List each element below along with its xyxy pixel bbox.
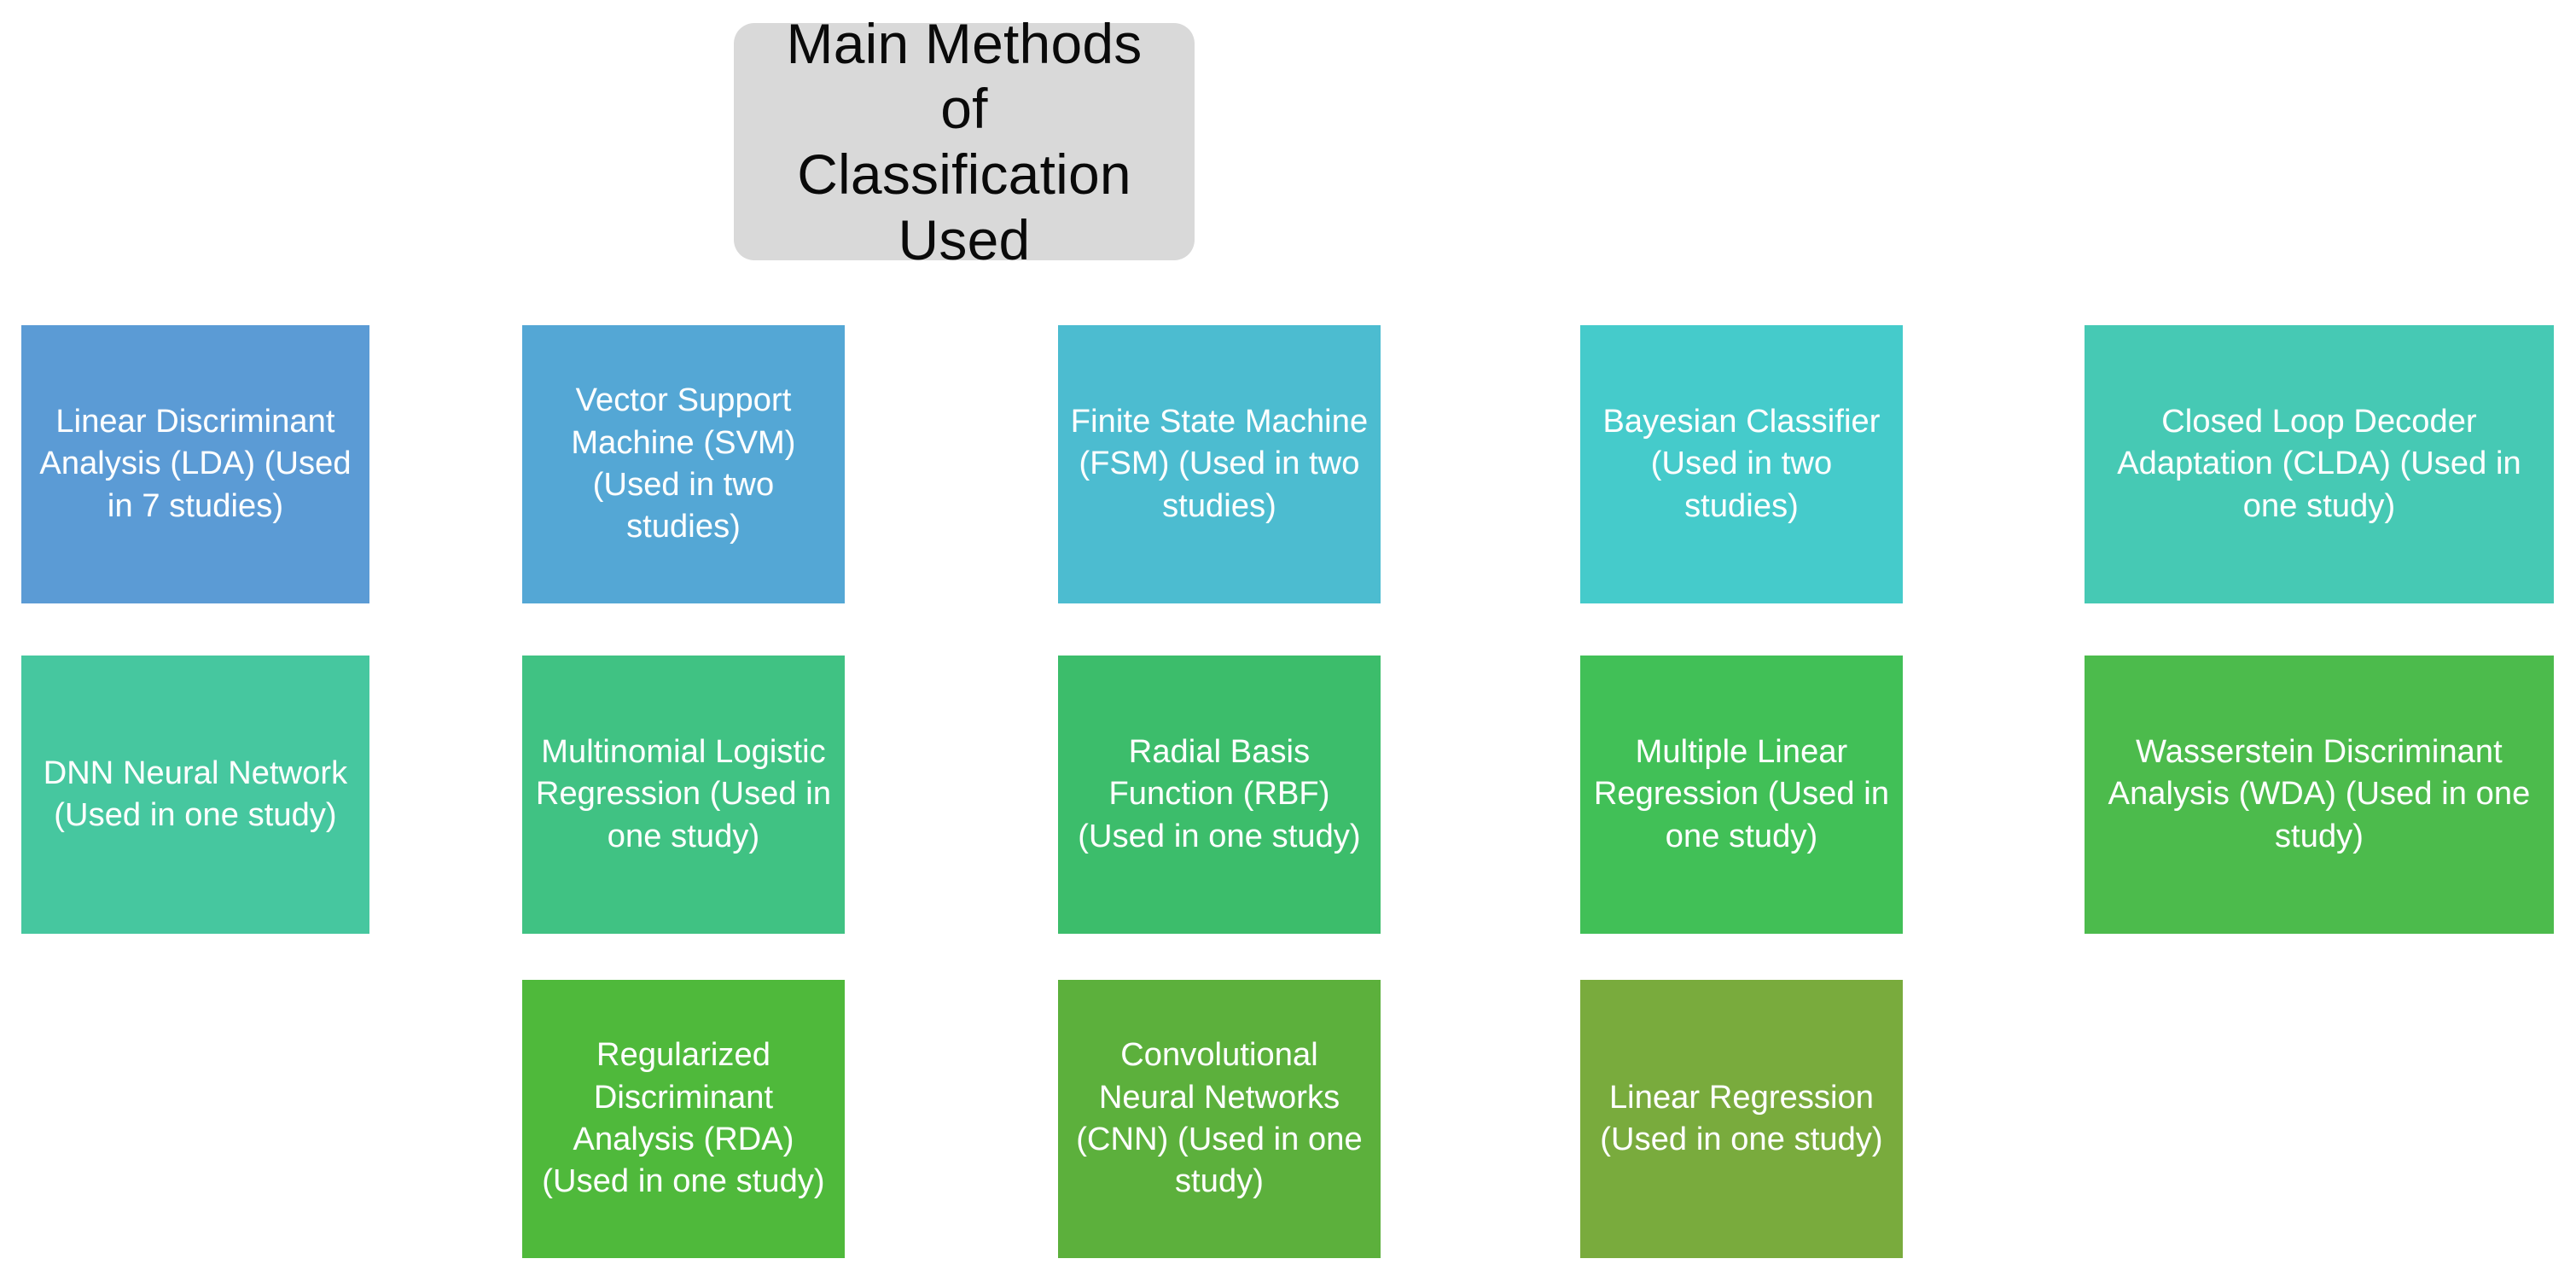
method-box-lda: Linear Discriminant Analysis (LDA) (Used… (21, 325, 369, 603)
method-box-label: Wasserstein Discriminant Analysis (WDA) … (2108, 733, 2531, 854)
method-box-label: Closed Loop Decoder Adaptation (CLDA) (U… (2117, 403, 2521, 524)
method-box-label: Bayesian Classifier (Used in two studies… (1602, 403, 1881, 524)
method-box-label: Vector Support Machine (SVM) (Used in tw… (571, 382, 796, 545)
method-box-label: Regularized Discriminant Analysis (RDA) … (542, 1037, 825, 1200)
diagram-title-box: Main Methods of Classification Used (734, 12, 1195, 271)
method-box-dnn: DNN Neural Network (Used in one study) (21, 656, 369, 934)
method-box-bayesian: Bayesian Classifier (Used in two studies… (1580, 325, 1903, 603)
page-title: Main Methods of Classification Used (786, 11, 1143, 271)
method-box-label: Linear Discriminant Analysis (LDA) (Used… (39, 403, 352, 524)
method-box-cnn: Convolutional Neural Networks (CNN) (Use… (1058, 980, 1381, 1258)
method-box-svm: Vector Support Machine (SVM) (Used in tw… (522, 325, 845, 603)
method-box-label: Finite State Machine (FSM) (Used in two … (1070, 403, 1369, 524)
method-box-fsm: Finite State Machine (FSM) (Used in two … (1058, 325, 1381, 603)
method-box-label: Multinomial Logistic Regression (Used in… (535, 733, 832, 854)
method-box-clda: Closed Loop Decoder Adaptation (CLDA) (U… (2085, 325, 2554, 603)
method-box-label: DNN Neural Network (Used in one study) (43, 755, 348, 833)
method-box-rbf: Radial Basis Function (RBF) (Used in one… (1058, 656, 1381, 934)
method-box-mlr: Multinomial Logistic Regression (Used in… (522, 656, 845, 934)
method-box-label: Linear Regression (Used in one study) (1600, 1079, 1883, 1157)
method-box-label: Multiple Linear Regression (Used in one … (1593, 733, 1890, 854)
method-box-wda: Wasserstein Discriminant Analysis (WDA) … (2085, 656, 2554, 934)
method-box-rda: Regularized Discriminant Analysis (RDA) … (522, 980, 845, 1258)
method-box-label: Convolutional Neural Networks (CNN) (Use… (1076, 1037, 1363, 1200)
method-box-linear-regression: Linear Regression (Used in one study) (1580, 980, 1903, 1258)
method-box-multiple-linear-regression: Multiple Linear Regression (Used in one … (1580, 656, 1903, 934)
method-box-label: Radial Basis Function (RBF) (Used in one… (1078, 733, 1361, 854)
